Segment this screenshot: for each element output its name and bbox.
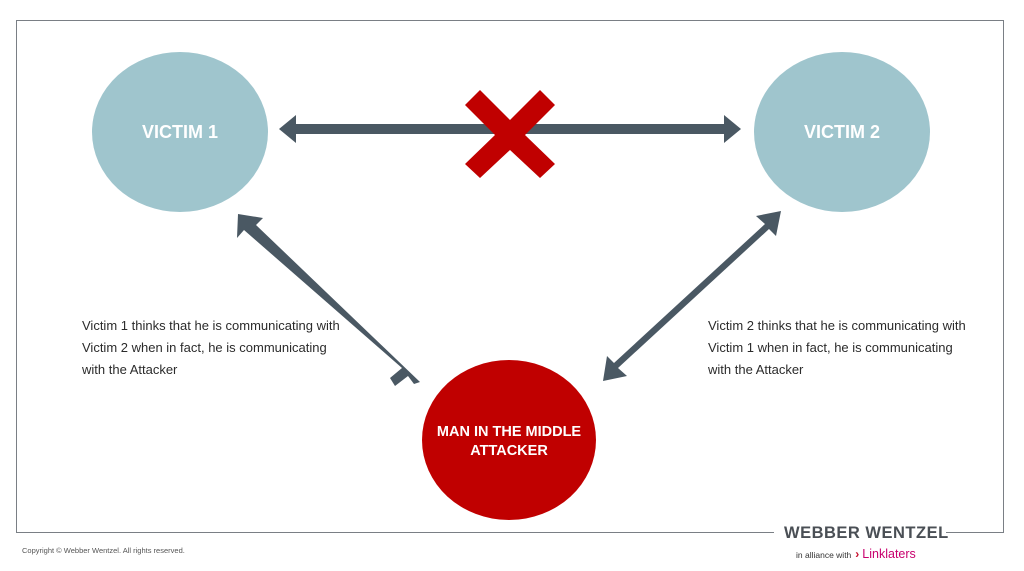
victim2-label: VICTIM 2 <box>803 121 880 142</box>
right-double-arrow <box>603 211 781 381</box>
copyright-text: Copyright © Webber Wentzel. All rights r… <box>22 546 185 555</box>
blocked-cross-icon <box>465 90 555 178</box>
victim2-node <box>754 52 930 212</box>
attacker-label: MAN IN THE MIDDLE ATTACKER <box>422 420 596 464</box>
chevron-right-icon: › <box>855 547 860 561</box>
left-double-arrow <box>237 214 420 386</box>
alliance-line: in alliance with › Linklaters <box>796 547 916 561</box>
right-caption: Victim 2 thinks that he is communicating… <box>708 318 966 377</box>
brand-logo: WEBBER WENTZEL <box>784 524 949 542</box>
attacker-label-line1: MAN IN THE MIDDLE <box>436 424 582 440</box>
victim1-label: VICTIM 1 <box>141 121 218 142</box>
attacker-label-line2: ATTACKER <box>470 443 548 459</box>
attacker-node <box>422 360 596 520</box>
slide-frame <box>16 20 1004 533</box>
frame-gap <box>774 528 946 540</box>
left-caption: Victim 1 thinks that he is communicating… <box>82 318 340 377</box>
alliance-prefix: in alliance with <box>796 550 852 560</box>
victim1-node <box>92 52 268 212</box>
partner-logo: Linklaters <box>862 547 916 561</box>
